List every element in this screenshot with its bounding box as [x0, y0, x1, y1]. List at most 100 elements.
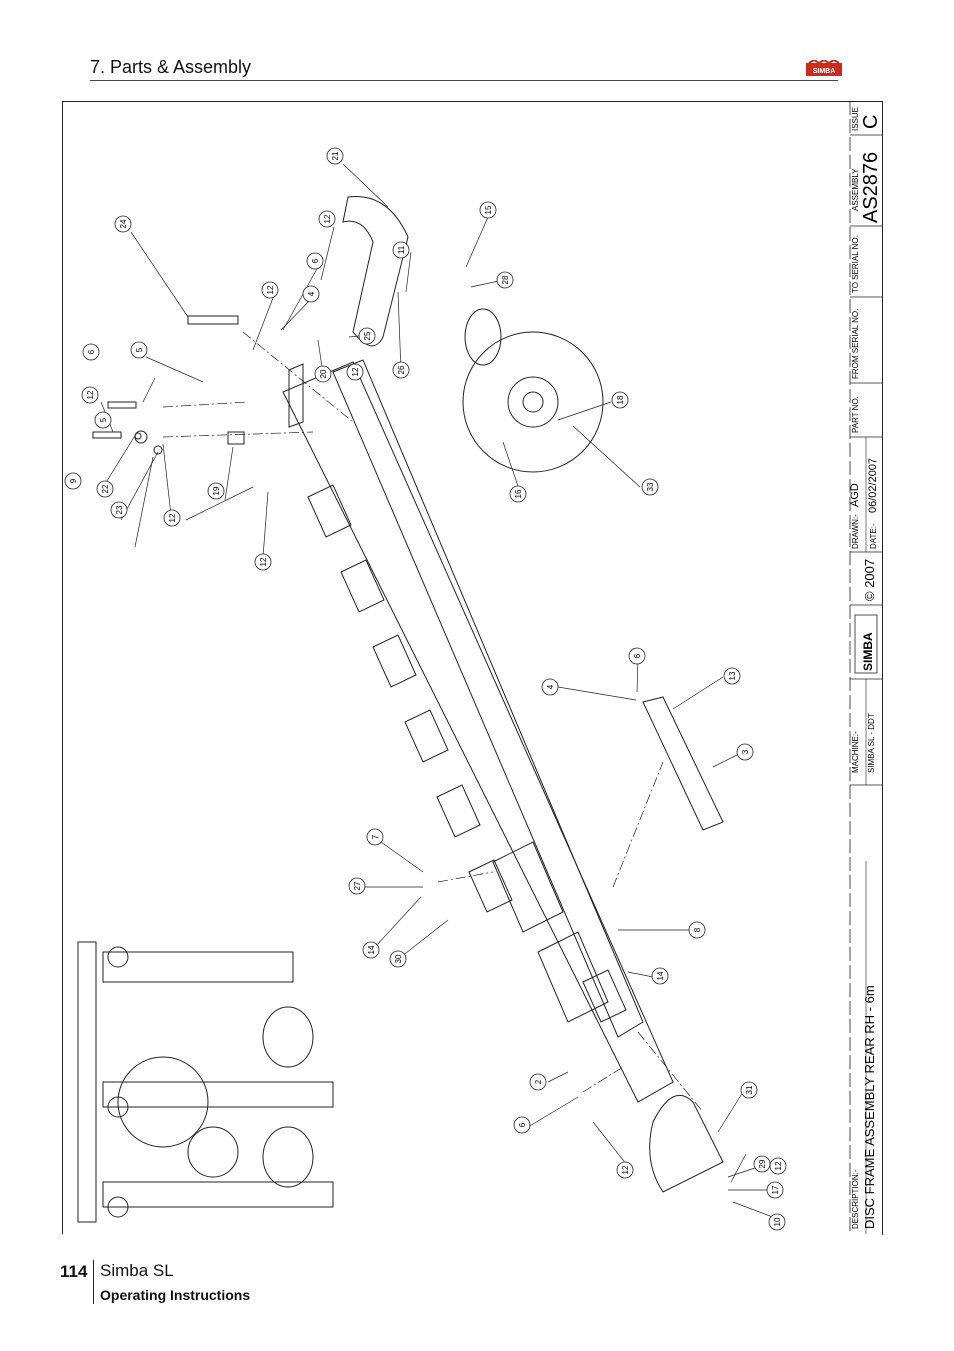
svg-text:24: 24 — [119, 219, 128, 228]
frame-rail — [332, 359, 644, 1038]
callout-21: 21 — [326, 147, 344, 165]
svg-text:25: 25 — [363, 331, 372, 340]
svg-text:SIMBA: SIMBA — [861, 632, 875, 671]
disc-blade — [462, 331, 604, 473]
callout-12: 12 — [254, 553, 272, 571]
svg-text:23: 23 — [115, 505, 124, 514]
callout-30: 30 — [389, 950, 407, 968]
svg-text:12: 12 — [86, 390, 95, 399]
issue-label: ISSUE — [851, 107, 860, 131]
svg-text:5: 5 — [135, 347, 144, 352]
svg-text:30: 30 — [394, 954, 403, 963]
svg-text:33: 33 — [646, 482, 655, 491]
svg-text:12: 12 — [259, 557, 268, 566]
svg-text:12: 12 — [351, 367, 360, 376]
callout-4: 4 — [541, 678, 559, 696]
svg-text:9: 9 — [69, 478, 78, 483]
svg-text:18: 18 — [616, 395, 625, 404]
callout-23: 23 — [110, 501, 128, 519]
pins-and-fasteners — [92, 315, 245, 455]
product-name: Simba SL — [100, 1261, 174, 1280]
assembly-number: AS2876 — [860, 152, 882, 223]
date-value: 06/02/2007 — [867, 458, 879, 513]
svg-text:12: 12 — [323, 214, 332, 223]
svg-text:17: 17 — [771, 1185, 780, 1194]
section-title: 7. Parts & Assembly — [90, 57, 252, 77]
svg-text:14: 14 — [367, 945, 376, 954]
simba-brand-logo-icon: SIMBA — [854, 614, 878, 674]
svg-text:27: 27 — [353, 881, 362, 890]
callout-5: 5 — [130, 341, 148, 359]
callout-12: 12 — [769, 1157, 787, 1175]
callout-14: 14 — [651, 967, 669, 985]
svg-text:12: 12 — [621, 1165, 630, 1174]
to-serial-label: TO SERIAL NO. — [851, 235, 860, 293]
svg-text:4: 4 — [307, 291, 316, 296]
svg-text:28: 28 — [501, 275, 510, 284]
frame-endplate — [288, 363, 304, 428]
callout-4: 4 — [302, 285, 320, 303]
svg-text:7: 7 — [371, 834, 380, 839]
part-no-label: PART NO. — [851, 396, 860, 433]
centre-lines — [162, 331, 704, 1113]
callout-6: 6 — [82, 343, 100, 361]
callout-5: 5 — [94, 411, 112, 429]
callout-12: 12 — [318, 210, 336, 228]
svg-text:SIMBA: SIMBA — [813, 68, 836, 75]
svg-text:4: 4 — [546, 684, 555, 689]
callout-26: 26 — [392, 361, 410, 379]
svg-text:6: 6 — [311, 258, 320, 263]
svg-text:8: 8 — [693, 927, 702, 932]
callout-3: 3 — [736, 743, 754, 761]
callout-22: 22 — [96, 480, 114, 498]
callout-14: 14 — [362, 941, 380, 959]
header-divider — [90, 80, 838, 81]
svg-text:14: 14 — [656, 971, 665, 980]
svg-text:11: 11 — [397, 245, 406, 254]
callout-12: 12 — [81, 386, 99, 404]
callout-24: 24 — [114, 215, 132, 233]
callout-12: 12 — [616, 1161, 634, 1179]
svg-text:22: 22 — [101, 484, 110, 493]
svg-text:6: 6 — [518, 1122, 527, 1127]
svg-text:26: 26 — [397, 365, 406, 374]
callout-33: 33 — [641, 478, 659, 496]
callout-25: 25 — [358, 327, 376, 345]
svg-text:21: 21 — [331, 151, 340, 160]
mounting-brackets — [307, 484, 627, 1023]
description-label: DESCRIPTION:- — [851, 1169, 860, 1229]
issue-value: C — [860, 115, 882, 129]
svg-text:10: 10 — [773, 1217, 782, 1226]
drawn-value: AGD — [849, 483, 861, 507]
svg-text:15: 15 — [484, 205, 493, 214]
callout-9: 9 — [64, 472, 82, 490]
machine-label: MACHINE:- — [851, 731, 860, 773]
callout-10: 10 — [768, 1213, 786, 1231]
assembled-frame-view — [77, 941, 334, 1223]
svg-text:5: 5 — [99, 417, 108, 422]
simba-logo-icon: SIMBA — [806, 60, 842, 76]
callout-2: 2 — [529, 1073, 547, 1091]
svg-text:31: 31 — [745, 1085, 754, 1094]
main-frame-bar — [282, 361, 674, 1103]
svg-text:16: 16 — [514, 489, 523, 498]
callout-7: 7 — [366, 828, 384, 846]
description-value: DISC FRAME ASSEMBLY REAR RH - 6m — [862, 985, 877, 1229]
disc-hub — [464, 308, 502, 366]
svg-text:6: 6 — [633, 653, 642, 658]
svg-text:12: 12 — [266, 285, 275, 294]
title-block: ISSUE C ASSEMBLY AS2876 TO SERIAL NO. FR… — [849, 101, 882, 1234]
callout-6: 6 — [306, 252, 324, 270]
callout-12: 12 — [261, 281, 279, 299]
callout-6: 6 — [513, 1116, 531, 1134]
svg-text:2: 2 — [534, 1079, 543, 1084]
end-bracket — [649, 1094, 724, 1193]
machine-value: SIMBA SL - DDT — [867, 713, 876, 773]
callout-19: 19 — [207, 482, 225, 500]
footer-divider — [93, 1260, 94, 1304]
depth-tube — [642, 696, 724, 831]
callout-8: 8 — [688, 921, 706, 939]
callout-13: 13 — [723, 667, 741, 685]
callout-18: 18 — [611, 391, 629, 409]
